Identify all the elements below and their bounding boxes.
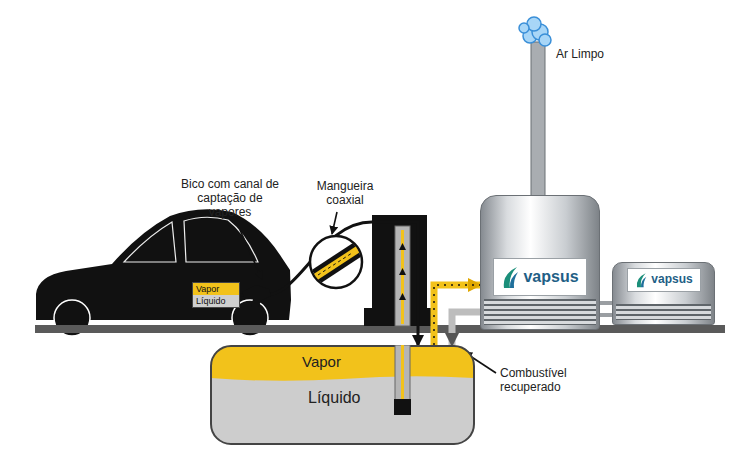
logo-text: vapsus (523, 268, 578, 286)
logo-panel: vapsus (493, 258, 587, 296)
connector (434, 285, 480, 345)
pipe-foot (394, 399, 411, 415)
clean-air-cloud (519, 17, 551, 46)
tank-outline (211, 346, 474, 444)
leader-line (332, 212, 337, 234)
underground-tank: VaporLíquido (210, 345, 475, 445)
flow-dots (434, 285, 480, 345)
vapor-recovery-unit: vapsus (612, 262, 715, 325)
chimney (531, 42, 545, 198)
hose-section (308, 244, 366, 282)
liquid-label: Líquido (308, 389, 361, 407)
annotation-label: Combustível recuperado (500, 366, 600, 394)
coaxial-pipe (395, 226, 410, 326)
connector (600, 303, 612, 315)
pipe-in-tank (395, 345, 410, 405)
cooling-fins (616, 304, 711, 320)
vapor-fill (211, 346, 474, 381)
cooling-fins (484, 299, 596, 325)
vapor-channel (401, 345, 404, 401)
annotation-label: Ar Limpo (556, 47, 636, 61)
annotation-label: Bico com canal de captação de vapores (178, 177, 282, 219)
ground (35, 325, 725, 333)
connector (452, 312, 480, 345)
car-fuel-tank: VaporLíquido (192, 282, 240, 308)
vapor-recovery-unit: vapsus (480, 195, 600, 330)
annotation-label: Mangueira coaxial (306, 179, 384, 207)
liquid-label: Líquido (193, 295, 239, 307)
liquid-fill (211, 346, 474, 444)
flow-arrows (399, 243, 406, 300)
logo-text: vapsus (651, 273, 692, 286)
logo-swoosh (635, 271, 647, 289)
logo-panel: vapsus (627, 268, 701, 292)
leader-line (240, 230, 262, 279)
connector (240, 222, 418, 345)
nozzle (242, 285, 271, 307)
vapor-label: Vapor (302, 353, 341, 371)
logo-swoosh (501, 264, 519, 290)
car-windows (124, 217, 258, 262)
vapor-label: Vapor (193, 283, 239, 295)
